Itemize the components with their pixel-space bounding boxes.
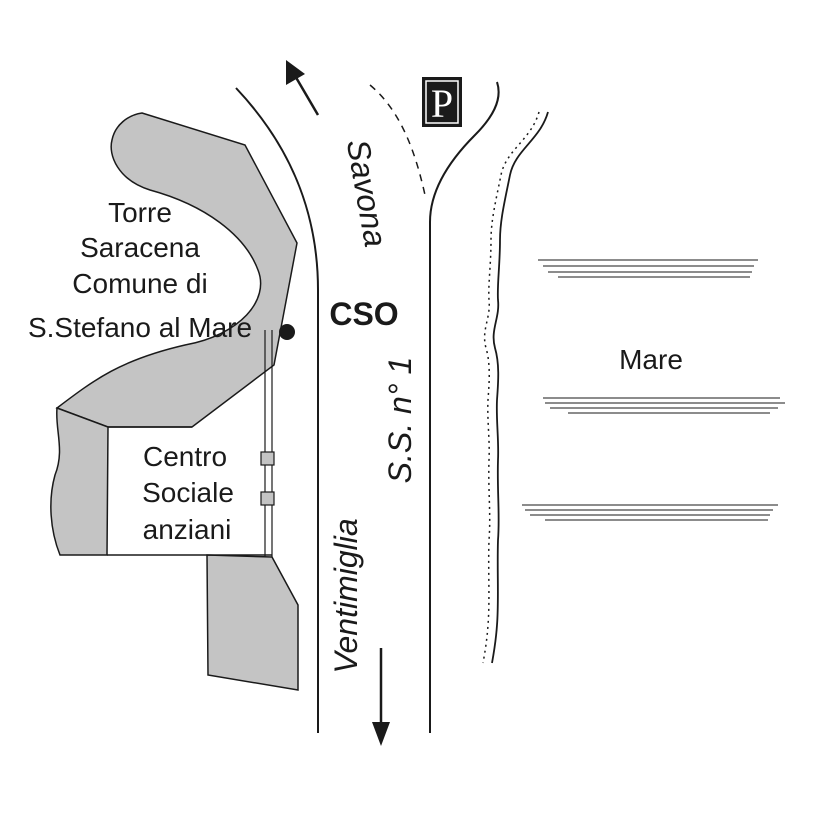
arrow-up-icon (286, 60, 320, 116)
location-marker-icon (279, 324, 295, 340)
sea-waves-2 (543, 397, 785, 414)
coastline (491, 111, 549, 664)
sea-waves-1 (538, 259, 758, 278)
centro-building-outline (107, 426, 272, 556)
hill-area-lower (206, 554, 299, 691)
torre-label-line3: Comune di (72, 268, 207, 299)
centro-label-line3: anziani (143, 514, 232, 545)
parking-icon (422, 77, 462, 127)
centro-label-line2: Sociale (142, 477, 234, 508)
road-right-edge (429, 81, 500, 733)
path-marker-1 (260, 451, 275, 466)
arrow-down-icon (372, 648, 390, 746)
parking-icon-border (425, 80, 459, 124)
savona-label: Savona (340, 137, 394, 250)
sea-waves-3 (522, 504, 778, 521)
torre-label-line1: Torre (108, 197, 172, 228)
sea-label: Mare (619, 344, 683, 375)
coastline-dotted (482, 111, 540, 664)
hill-area-left (50, 406, 109, 556)
parking-access-dashed (369, 84, 426, 196)
torre-label-line2: Saracena (80, 232, 200, 263)
road-name-label: S.S. n° 1 (382, 357, 418, 484)
centro-label-line1: Centro (143, 441, 227, 472)
path-marker-2 (260, 491, 275, 506)
parking-letter: P (431, 81, 453, 126)
cso-label: CSO (329, 296, 398, 332)
ventimiglia-label: Ventimiglia (328, 518, 364, 673)
road-left-edge (235, 87, 319, 733)
access-path (264, 330, 273, 557)
torre-label-line4: S.Stefano al Mare (28, 312, 252, 343)
hill-area-upper (55, 112, 298, 428)
